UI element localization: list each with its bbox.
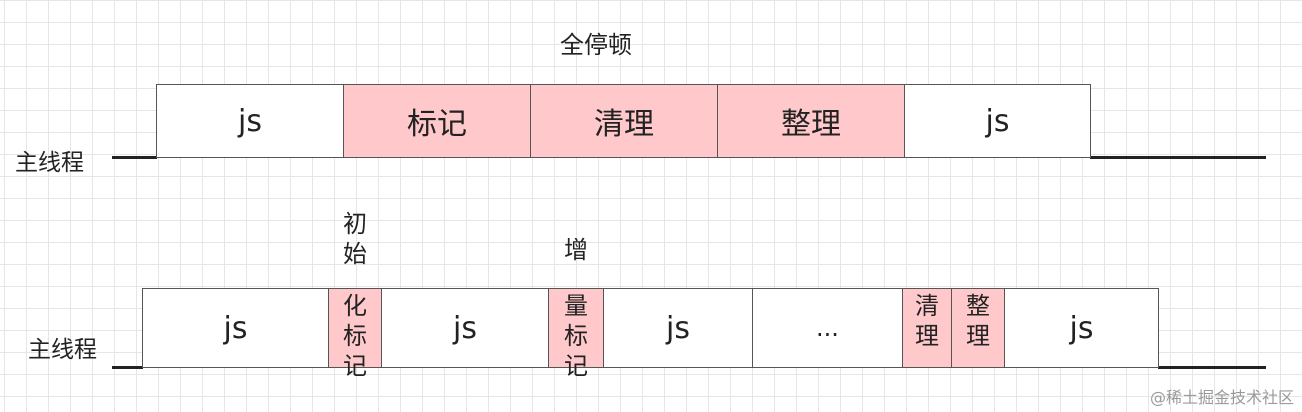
label-char: 记 [343,352,367,380]
block-label: js [1069,310,1094,346]
top-baseline-left [112,156,157,159]
block-label: js [223,310,248,346]
bottom-block-initial-mark: 化 标 记 [328,288,382,380]
block-label: js [985,103,1010,139]
top-track-label: 主线程 [15,150,84,176]
label-char: 记 [564,352,588,380]
label-char: 标 [343,322,367,350]
label-char: 理 [966,322,990,350]
bottom-block-js-2: js [381,288,549,368]
block-label: 整理 [781,107,841,142]
block-label: js [666,310,690,346]
top-block-js-2: js [904,84,1091,158]
bottom-track-label: 主线程 [28,337,97,363]
block-label: 标记 [407,107,467,142]
top-block-js-1: js [156,84,344,158]
top-block-mark: 标记 [343,84,531,158]
block-label: 清理 [594,107,654,142]
block-label: ... [816,314,839,342]
label-char: 初 [343,210,367,238]
label-char: 量 [564,292,588,320]
bottom-block-js-3: js [603,288,753,368]
diagram-title: 全停顿 [560,31,632,59]
top-baseline-right [1090,156,1266,159]
block-label: js [453,310,477,346]
label-char: 理 [915,322,939,350]
bottom-block-incremental-mark: 量 标 记 [548,288,604,380]
bottom-block-sweep: 清 理 [902,288,952,368]
label-char: 清 [915,292,939,320]
label-char: 增 [564,236,588,264]
label-char: 标 [564,322,588,350]
label-char: 化 [343,292,367,320]
watermark: @稀土掘金技术社区 [1149,388,1294,407]
label-char: 整 [966,292,990,320]
bottom-block-js-4: js [1004,288,1159,368]
label-char: 始 [343,240,367,268]
top-block-sweep: 清理 [530,84,718,158]
bottom-baseline-right [1158,366,1266,369]
bottom-block-js-1: js [142,288,329,368]
bottom-block-ellipsis: ... [752,288,903,368]
label-incremental-mark-above: 增 [550,235,602,265]
label-initial-mark-above: 初 始 [330,209,380,269]
top-block-compact: 整理 [717,84,905,158]
bottom-block-compact: 整 理 [951,288,1005,368]
bottom-baseline-left [112,366,143,369]
block-label: js [238,103,262,139]
